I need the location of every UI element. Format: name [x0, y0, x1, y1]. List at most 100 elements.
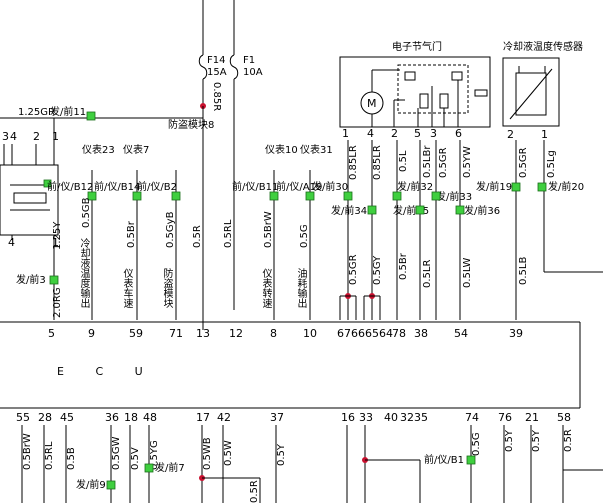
connector-box — [144, 463, 154, 473]
ecu-pin: 32 — [400, 411, 414, 424]
conn-label: 前/仪/B1 — [424, 453, 464, 466]
pin-label: 5 — [414, 127, 421, 140]
wire-label: 0.5RL — [223, 219, 234, 248]
wire-label: 0.5Y — [504, 429, 515, 452]
wire-label: 0.5LB — [518, 257, 529, 285]
ecu-pin: 55 — [16, 411, 30, 424]
ecu-pin: 78 — [392, 327, 406, 340]
function-labels: 冷却液温度输出 仪表车速 防盗模块 仪表转速 油耗输出 — [78, 238, 306, 308]
wire-label: 0.5GR — [348, 254, 359, 285]
conn-label: 发/前9 — [76, 478, 106, 491]
ecu-pin: 42 — [217, 411, 231, 424]
wire-label: 0.5Br — [398, 252, 409, 280]
func-label: 油耗输出 — [295, 268, 306, 308]
wire-label: 0.5GB — [81, 197, 92, 228]
ecu-pin: 33 — [359, 411, 373, 424]
throttle-title: 电子节气门 — [392, 40, 442, 53]
conn-top: 发/前11 — [50, 105, 86, 118]
ecu-pin: 17 — [196, 411, 210, 424]
ecu-pin: 12 — [229, 327, 243, 340]
wire-label: 0.5V — [130, 447, 141, 470]
ecu-pin: 76 — [498, 411, 512, 424]
fuse-f1-id: F1 — [243, 55, 255, 66]
ecu-pin: 21 — [525, 411, 539, 424]
func-label: 仪表车速 — [121, 268, 132, 308]
instrument-label: 仪表10 — [265, 143, 298, 156]
wire-label: 0.5RL — [44, 441, 55, 470]
wire-label: 0.5BrW — [263, 211, 274, 248]
pin-label: 6 — [455, 127, 462, 140]
wire-label: 0.5WB — [202, 437, 213, 470]
conn-label: 前/仪/A19 — [276, 180, 322, 193]
ecu-pin: 36 — [105, 411, 119, 424]
pin-label: 3 — [430, 127, 437, 140]
wire-label: 0.5R — [249, 480, 260, 503]
wire-label: 0.5LBr — [422, 145, 433, 178]
ecu-pin: 40 — [384, 411, 398, 424]
ecu-pin: 8 — [270, 327, 277, 340]
conn-label: 前/仪/B2 — [137, 180, 177, 193]
fuse-f1-icon — [229, 54, 239, 80]
wire-label: 0.5YW — [462, 146, 473, 178]
wire-label: 0.5R — [192, 225, 203, 248]
ecu-pin: 35 — [414, 411, 428, 424]
fuse-f1-rating: 10A — [243, 67, 263, 78]
wire-label: 0.85LR — [348, 145, 359, 180]
wire-label: 0.5W — [223, 440, 234, 466]
wire-label: 0.5GY — [372, 255, 383, 285]
pin-label: 1 — [342, 127, 349, 140]
wire-label: 0.5Y — [531, 429, 542, 452]
wire-label: 0.5YG — [149, 440, 160, 470]
bottom-wires: 0.5BrW 0.5RL 0.5B 0.5GW 0.5V 0.5YG 0.5WB… — [21, 425, 603, 503]
wire-label: 0.85LR — [372, 145, 383, 180]
fuse-f14-id: F14 — [207, 55, 225, 66]
ecu-pin: 10 — [303, 327, 317, 340]
power-rails: F14 15A F1 10A 0.85R — [198, 0, 263, 330]
wire-1-25gr: 1.25GR 发/前11 — [0, 105, 204, 121]
ecu-pin: 37 — [270, 411, 284, 424]
coolant-title: 冷却液温度传感器 — [503, 40, 583, 53]
instrument-label: 防盗模块8 — [168, 118, 214, 131]
instrument-label: 仪表31 — [300, 143, 333, 156]
connector-box — [49, 275, 59, 285]
wire-label: 0.5GR — [438, 147, 449, 178]
connector-box — [86, 111, 96, 121]
conn-label: 前/仪/B14 — [94, 180, 140, 193]
ecu-pin: 48 — [143, 411, 157, 424]
wire-label: 0.5BrW — [22, 433, 33, 470]
pin-label: 2 — [33, 130, 40, 143]
wire-label: 0.5GW — [111, 436, 122, 470]
wire-1-25gr-label: 1.25GR — [18, 107, 55, 118]
pin-label: 2 — [391, 127, 398, 140]
wire-label: 0.5Lg — [546, 150, 557, 178]
wire-label: 0.5L — [398, 150, 409, 172]
func-label: 冷却液温度输出 — [78, 238, 89, 308]
pin-label: 2 — [507, 128, 514, 141]
wire-label: 0.5LW — [462, 257, 473, 288]
wire-label: 0.5Br — [126, 220, 137, 248]
fuse-f14-rating: 15A — [207, 67, 227, 78]
pin-label: 3 — [2, 130, 9, 143]
ecu-pin: 65 — [365, 327, 379, 340]
wire-label: 0.5GyB — [165, 211, 176, 248]
instrument-label: 仪表23 — [82, 143, 115, 156]
ecu-pin: 28 — [38, 411, 52, 424]
wire-label: 2.0RG — [52, 287, 63, 318]
pin-label: 4 — [8, 236, 15, 249]
instrument-lines: 仪表23 仪表7 防盗模块8 仪表10 仪表31 前/仪/B12 前/仪/B14… — [47, 118, 348, 320]
pin-label: 1 — [541, 128, 548, 141]
conn-label: 发/前32 — [397, 180, 433, 193]
ecu-pin: 66 — [351, 327, 365, 340]
conn-left: 发/前3 — [16, 273, 46, 286]
ecu-pin: 64 — [379, 327, 393, 340]
motor-symbol: M — [367, 97, 377, 110]
wire-label: 0.5G — [471, 432, 482, 456]
wire-label: 0.5LR — [422, 260, 433, 288]
ecu-pin: 58 — [557, 411, 571, 424]
wire-label: 1.25Y — [52, 221, 63, 250]
conn-label: 发/前20 — [548, 180, 584, 193]
electronic-throttle: 电子节气门 M 1 4 2 5 3 6 0.85LR 0.85 — [331, 40, 500, 320]
ecu-pin: 16 — [341, 411, 355, 424]
ecu-box: E C U 5 9 59 71 13 12 8 10 67 66 65 64 7… — [0, 321, 581, 424]
